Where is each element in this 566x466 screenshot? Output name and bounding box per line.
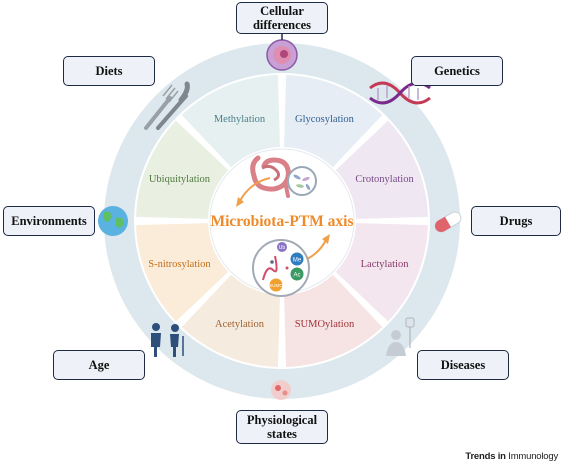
genetics-box: Genetics <box>411 56 503 86</box>
ptm-label: SUMOylation <box>295 319 355 330</box>
cellular-line2: differences <box>252 18 312 32</box>
ptm-label: Methylation <box>214 114 266 125</box>
ptm-label: Lactylation <box>361 259 410 270</box>
cellular-differences-box: Cellular differences <box>236 2 328 34</box>
center-title: Microbiota-PTM axis <box>210 213 353 230</box>
physiological-line1: Physiological <box>246 413 318 427</box>
journal-footer: Trends in Immunology <box>465 451 558 462</box>
age-label: Age <box>88 358 110 372</box>
ptm-sector <box>136 223 229 322</box>
diets-label: Diets <box>95 64 123 78</box>
ptm-label: Acetylation <box>215 319 265 330</box>
ptm-label: Crotonylation <box>355 174 414 185</box>
cell-icon <box>266 39 298 71</box>
sumo-label: SUMO <box>269 283 283 288</box>
elderly-people-icon <box>151 323 184 357</box>
diseases-box: Diseases <box>417 350 509 380</box>
footer-brand: Trends in <box>465 451 506 462</box>
pill-icon <box>434 211 462 233</box>
ptm-sector <box>136 120 229 219</box>
environments-label: Environments <box>11 214 87 228</box>
gut-icon <box>250 155 291 198</box>
drugs-label: Drugs <box>499 214 533 228</box>
ptm-label: S-nitrosylation <box>148 259 211 270</box>
footer-journal: Immunology <box>508 451 558 462</box>
physiological-state-icon <box>271 380 291 400</box>
environments-box: Environments <box>3 206 95 236</box>
cellular-line1: Cellular <box>260 4 304 18</box>
me-badge <box>290 252 304 266</box>
earth-icon <box>98 206 128 236</box>
drugs-box: Drugs <box>471 206 561 236</box>
age-box: Age <box>53 350 145 380</box>
cycle-arrowhead-top <box>236 197 244 207</box>
sumo-badge <box>269 278 283 292</box>
cycle-arrowhead-bottom <box>322 234 330 244</box>
cell-modification-icon: Ub Me Ac SUMO <box>252 239 310 297</box>
ptm-sector <box>284 75 383 168</box>
physiological-line2: states <box>267 427 297 441</box>
diets-box: Diets <box>63 56 155 86</box>
ac-badge <box>290 267 304 281</box>
ac-label: Ac <box>293 273 300 279</box>
me-label: Me <box>293 258 302 264</box>
ub-badge <box>277 242 287 252</box>
genetics-label: Genetics <box>434 64 480 78</box>
ub-label: Ub <box>279 245 286 251</box>
ptm-label: Ubiquitylation <box>149 174 211 185</box>
diseases-label: Diseases <box>440 358 486 372</box>
ptm-label: Glycosylation <box>295 114 355 125</box>
ptm-sector <box>335 223 428 322</box>
bacteria-icon <box>287 166 317 196</box>
ptm-sector <box>181 274 280 367</box>
cycle-arrow-top <box>239 177 271 202</box>
ptm-sectors: Methylation GlycosylationCrotonylationLac… <box>136 75 428 367</box>
ptm-sector <box>284 274 383 367</box>
fork-knife-icon <box>144 81 190 130</box>
physiological-states-box: Physiological states <box>236 410 328 444</box>
ptm-sector <box>181 75 280 168</box>
ptm-sector <box>335 120 428 219</box>
patient-icon <box>386 317 415 356</box>
